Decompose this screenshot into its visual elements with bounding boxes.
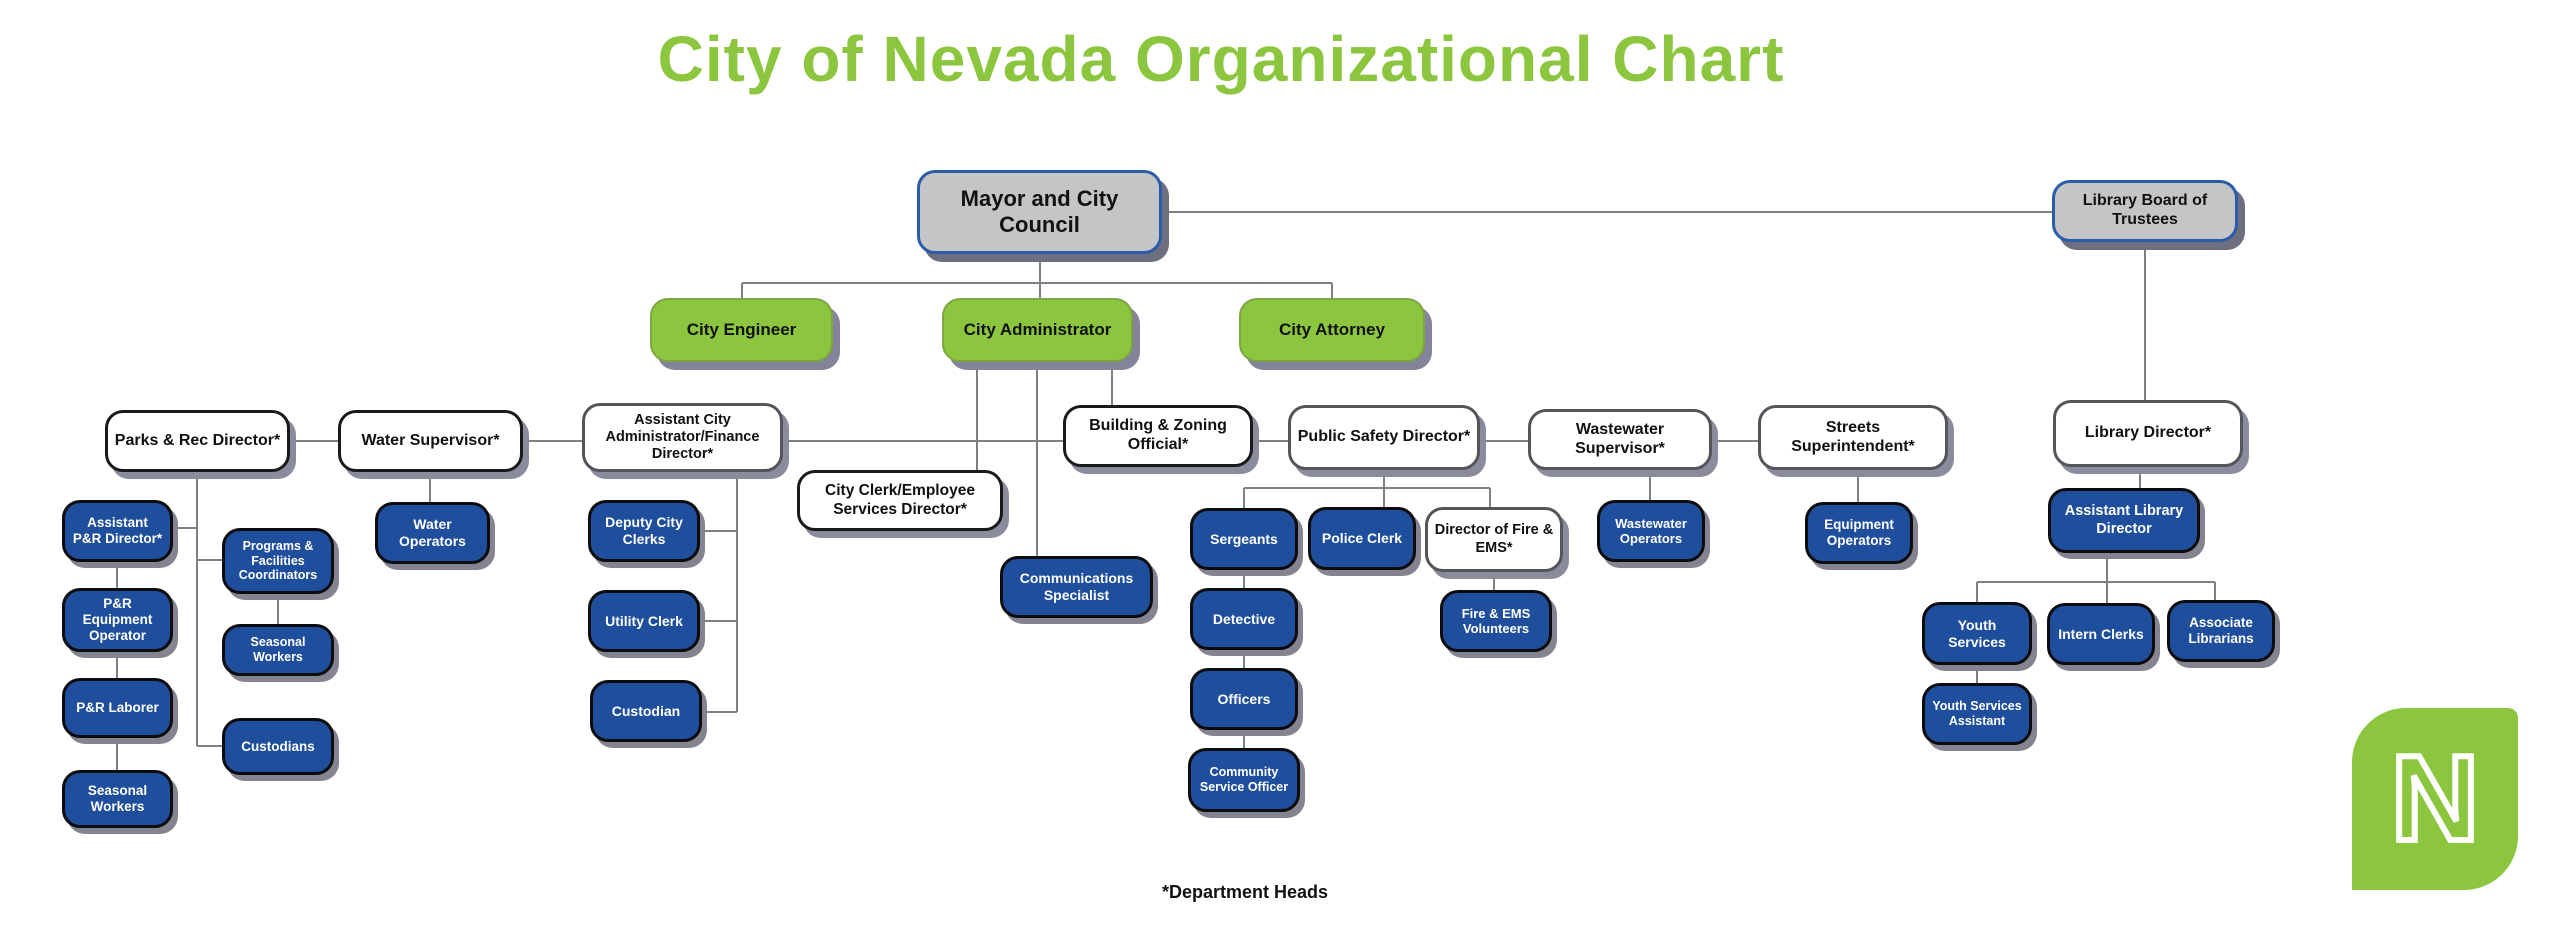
node-officers: Officers bbox=[1190, 668, 1298, 730]
node-library-director: Library Director* bbox=[2053, 400, 2243, 467]
node-library-board-of-trustees: Library Board of Trustees bbox=[2052, 180, 2238, 242]
node-youth-services: Youth Services bbox=[1922, 602, 2032, 665]
node-communications-specialist: Communications Specialist bbox=[1000, 556, 1153, 618]
node-building-zoning-official: Building & Zoning Official* bbox=[1063, 405, 1253, 467]
node-pr-laborer: P&R Laborer bbox=[62, 678, 173, 738]
node-community-service-officer: Community Service Officer bbox=[1188, 748, 1300, 812]
page-title: City of Nevada Organizational Chart bbox=[657, 23, 1785, 95]
node-pr-seasonal-workers: Seasonal Workers bbox=[62, 770, 173, 828]
node-equipment-operators: Equipment Operators bbox=[1805, 502, 1913, 564]
logo-letter-n: N bbox=[2391, 730, 2479, 866]
node-city-engineer: City Engineer bbox=[650, 298, 833, 362]
node-assistant-city-administrator: Assistant City Administrator/Finance Dir… bbox=[582, 403, 783, 472]
node-city-administrator: City Administrator bbox=[942, 298, 1133, 362]
node-water-supervisor: Water Supervisor* bbox=[338, 410, 523, 472]
city-of-nevada-logo: N bbox=[2352, 708, 2518, 890]
node-custodian: Custodian bbox=[590, 680, 702, 742]
node-city-attorney: City Attorney bbox=[1239, 298, 1425, 362]
node-assistant-pr-director: Assistant P&R Director* bbox=[62, 500, 173, 562]
node-parks-rec-director: Parks & Rec Director* bbox=[105, 410, 290, 472]
node-wastewater-operators: Wastewater Operators bbox=[1597, 500, 1705, 562]
node-custodians: Custodians bbox=[222, 718, 334, 775]
node-pr-equipment-operator: P&R Equipment Operator bbox=[62, 588, 173, 652]
node-public-safety-director: Public Safety Director* bbox=[1288, 405, 1480, 470]
node-mayor-and-city-council: Mayor and City Council bbox=[917, 170, 1162, 254]
node-intern-clerks: Intern Clerks bbox=[2047, 603, 2155, 665]
node-water-operators: Water Operators bbox=[375, 502, 490, 564]
node-streets-superintendent: Streets Superintendent* bbox=[1758, 405, 1948, 470]
node-police-clerk: Police Clerk bbox=[1308, 507, 1416, 570]
node-fire-ems-volunteers: Fire & EMS Volunteers bbox=[1440, 590, 1552, 652]
node-pf-seasonal-workers: Seasonal Workers bbox=[222, 624, 334, 676]
node-wastewater-supervisor: Wastewater Supervisor* bbox=[1528, 409, 1712, 470]
node-utility-clerk: Utility Clerk bbox=[588, 590, 700, 652]
node-youth-services-assistant: Youth Services Assistant bbox=[1922, 683, 2032, 745]
department-heads-footnote: *Department Heads bbox=[1161, 882, 1329, 902]
node-assistant-library-director: Assistant Library Director bbox=[2048, 488, 2200, 553]
logo-n-icon: N bbox=[2388, 727, 2482, 869]
node-deputy-city-clerks: Deputy City Clerks bbox=[588, 500, 700, 562]
node-director-of-fire-ems: Director of Fire & EMS* bbox=[1425, 507, 1563, 572]
node-detective: Detective bbox=[1190, 588, 1298, 650]
node-associate-librarians: Associate Librarians bbox=[2167, 600, 2275, 662]
node-sergeants: Sergeants bbox=[1190, 508, 1298, 570]
node-programs-facilities-coordinators: Programs & Facilities Coordinators bbox=[222, 528, 334, 594]
node-city-clerk-employee-services: City Clerk/Employee Services Director* bbox=[797, 470, 1003, 531]
